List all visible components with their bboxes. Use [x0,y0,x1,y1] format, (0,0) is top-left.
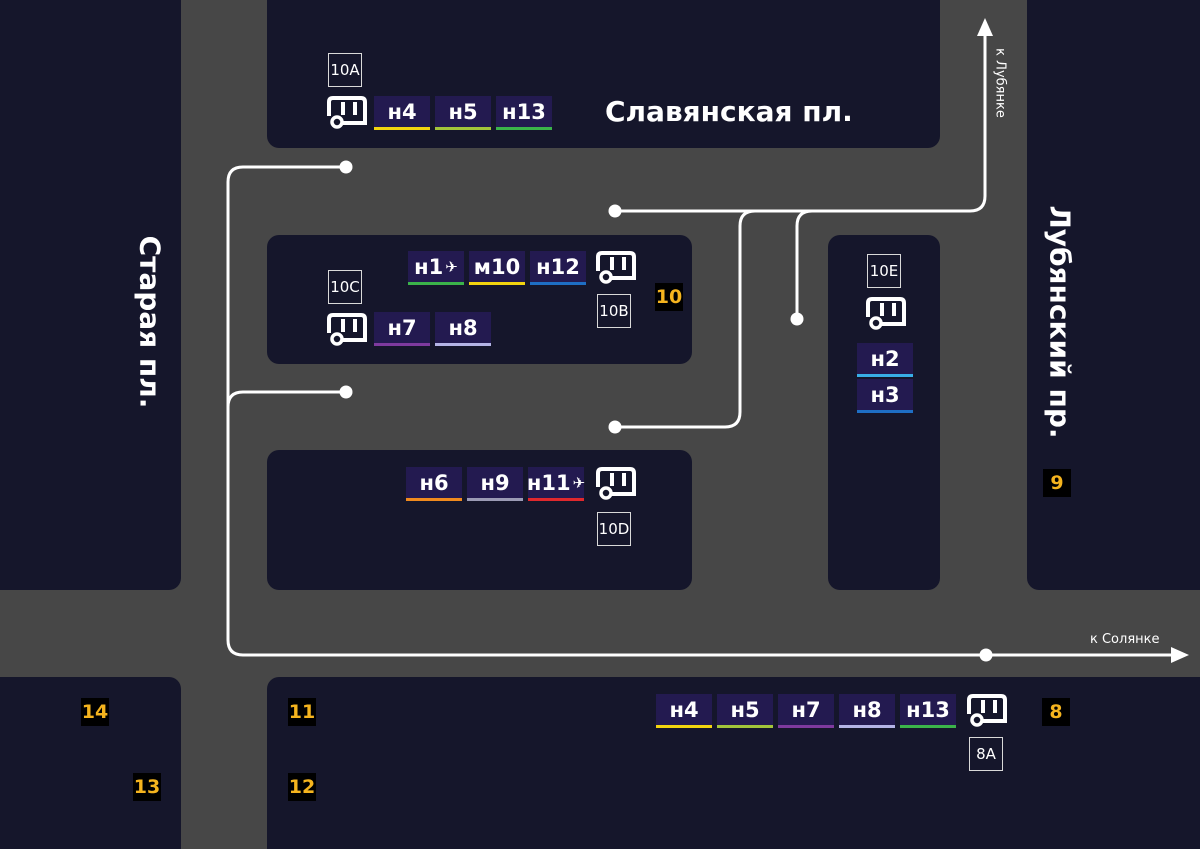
route-badge-н13[interactable]: н13 [900,694,956,728]
stop-10B[interactable]: 10B [597,294,631,328]
route-badge-н8[interactable]: н8 [839,694,895,728]
route-label: н9 [480,470,510,495]
route-label: н13 [906,697,950,722]
direction-label-solyanka: к Солянке [1090,632,1160,647]
route-badge-н2[interactable]: н2 [857,343,913,377]
route-badge-н11[interactable]: н11✈ [526,467,586,501]
route-label: н2 [870,346,900,371]
stop-10A[interactable]: 10А [328,53,362,87]
bus-icon [327,313,367,346]
bus-icon [327,96,367,129]
route-badge-н4[interactable]: н4 [656,694,712,728]
route-badge-н9[interactable]: н9 [467,467,523,501]
route-label: н6 [419,470,449,495]
bus-icon [866,297,906,330]
route-label: н4 [669,697,699,722]
route-badge-м10[interactable]: м10 [469,251,525,285]
street-name-staraya: Старая пл. [133,235,167,409]
route-label: н7 [387,315,417,340]
route-badge-н12[interactable]: н12 [530,251,586,285]
route-badge-н6[interactable]: н6 [406,467,462,501]
bus-icon [596,467,636,500]
metro-exit-11: 11 [288,698,316,726]
route-label: н13 [502,99,546,124]
route-label: н4 [387,99,417,124]
airplane-icon: ✈ [572,473,586,492]
stop-10E[interactable]: 10E [867,254,901,288]
metro-exit-8: 8 [1042,698,1070,726]
metro-exit-14: 14 [81,698,109,726]
city-block [0,0,181,590]
route-label: м10 [473,254,521,279]
route-label: н7 [791,697,821,722]
route-label: н12 [536,254,580,279]
route-label: н5 [730,697,760,722]
direction-label-lubyanka: к Лубянке [992,48,1008,118]
route-badge-н7[interactable]: н7 [778,694,834,728]
stop-8A[interactable]: 8А [969,737,1003,771]
route-badge-н5[interactable]: н5 [435,96,491,130]
stop-10D[interactable]: 10D [597,512,631,546]
metro-exit-12: 12 [288,773,316,801]
route-label: н5 [448,99,478,124]
route-badge-н13[interactable]: н13 [496,96,552,130]
street-name-slavyanskaya: Славянская пл. [605,95,853,128]
bus-icon [596,251,636,284]
airplane-icon: ✈ [445,257,458,276]
route-label: н8 [448,315,478,340]
bus-icon [967,694,1007,727]
route-badge-н5[interactable]: н5 [717,694,773,728]
route-badge-н3[interactable]: н3 [857,379,913,413]
route-badge-н7[interactable]: н7 [374,312,430,346]
metro-exit-9: 9 [1043,469,1071,497]
street-name-lubyansky: Лубянский пр. [1043,205,1077,439]
stop-10C[interactable]: 10C [328,270,362,304]
route-badge-н1[interactable]: н1✈ [408,251,464,285]
route-badge-н4[interactable]: н4 [374,96,430,130]
route-label: н1 [414,254,444,279]
metro-exit-13: 13 [133,773,161,801]
metro-exit-10: 10 [655,283,683,311]
route-label: н8 [852,697,882,722]
route-label: н11 [526,470,571,495]
route-label: н3 [870,382,900,407]
route-badge-н8[interactable]: н8 [435,312,491,346]
